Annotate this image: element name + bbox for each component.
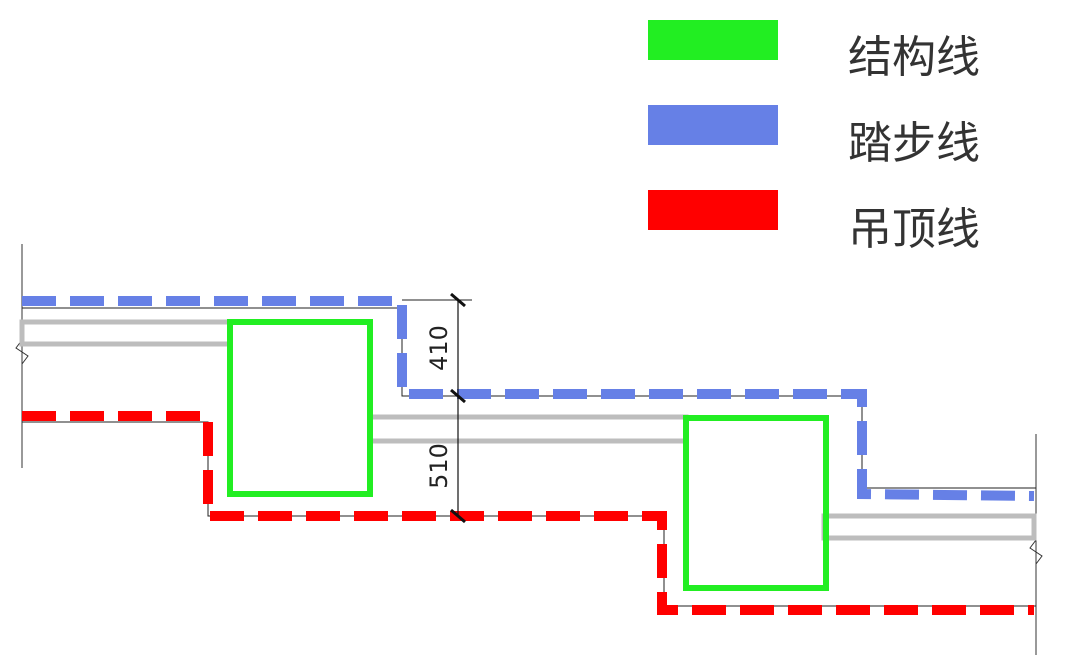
legend: 结构线 踏步线 吊顶线: [648, 20, 980, 255]
legend-label-step: 踏步线: [848, 118, 980, 169]
break-lines: [15, 244, 1043, 655]
lower-landing-slab: [821, 513, 1037, 541]
dimension-tick-bottom: [450, 508, 466, 524]
right-break-symbol: [1029, 539, 1043, 565]
dimension-label-lower: 510: [425, 443, 453, 489]
step-line: [22, 296, 1035, 501]
legend-swatch-ceiling: [648, 190, 778, 230]
upper-landing-slab: [19, 319, 233, 347]
legend-swatch-structure: [648, 20, 778, 60]
legend-label-ceiling: 吊顶线: [848, 204, 980, 255]
dimension-label-upper: 410: [425, 325, 453, 371]
ceiling-line: [22, 411, 1034, 615]
structure-lines: [227, 319, 829, 591]
dimension-tick-middle: [450, 388, 466, 404]
legend-swatch-step: [648, 105, 778, 145]
legend-label-structure: 结构线: [848, 32, 980, 83]
dimension-tick-top: [450, 292, 466, 308]
left-break-symbol: [15, 339, 29, 365]
upper-beam-structure: [227, 319, 373, 497]
slabs: [19, 319, 1037, 541]
dimension-line: [450, 292, 466, 524]
lower-beam-structure: [683, 415, 829, 591]
middle-slab: [367, 414, 689, 444]
